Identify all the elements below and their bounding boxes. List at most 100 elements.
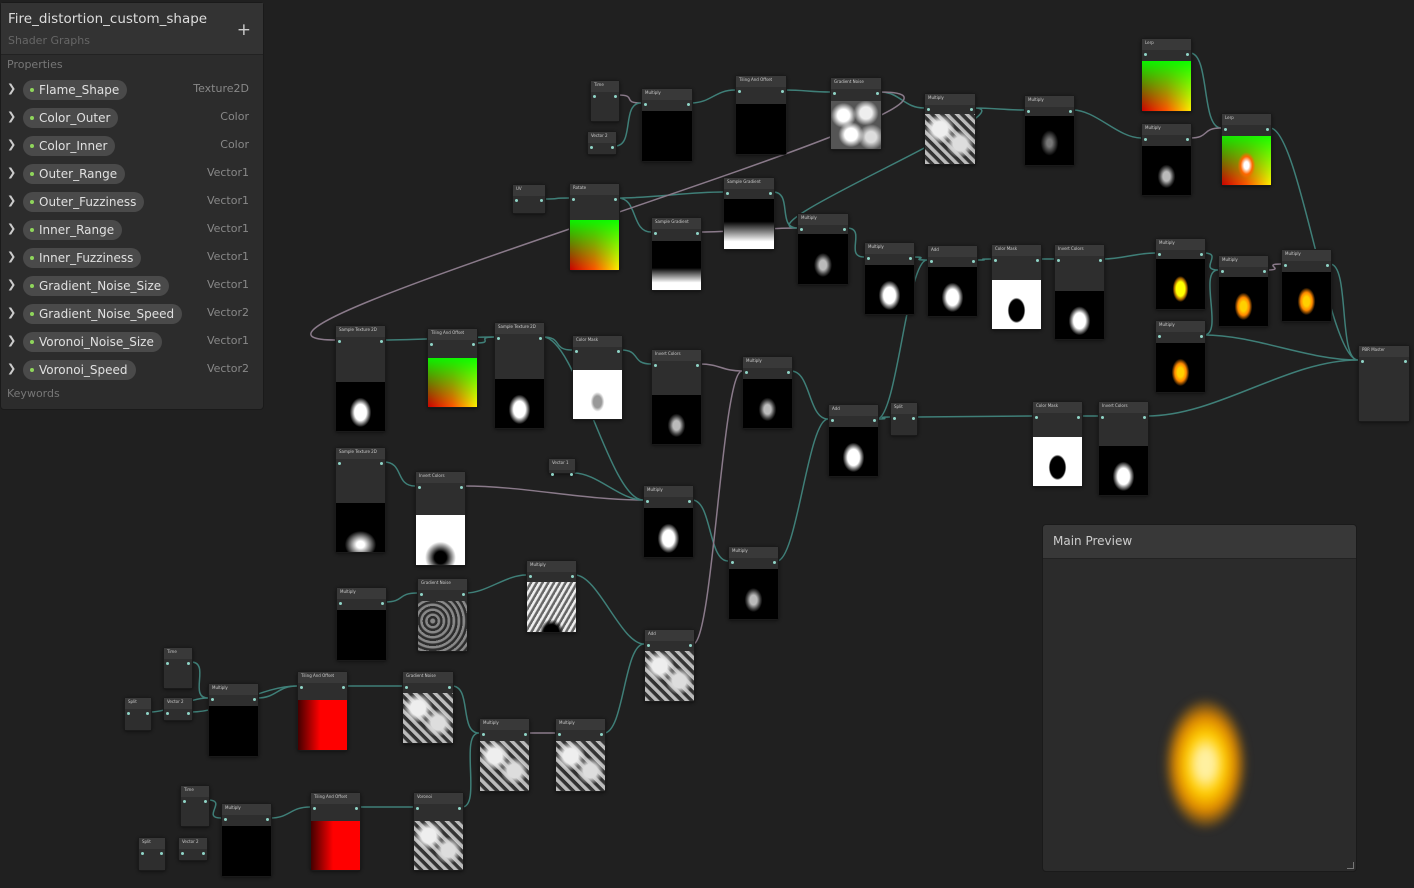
output-port[interactable] [381,602,384,605]
node-invert-colors[interactable]: Invert Colors [651,349,702,445]
edge[interactable] [269,806,311,819]
input-port[interactable] [1144,53,1147,56]
property-row[interactable]: ❯ Color_Outer Color [1,107,263,129]
output-port[interactable] [571,575,574,578]
output-port[interactable] [448,686,451,689]
output-port[interactable] [687,103,690,106]
edge[interactable] [1329,263,1359,361]
node-add[interactable]: Add [828,404,879,477]
resize-handle[interactable] [1347,862,1354,869]
edge[interactable] [617,197,652,233]
edge[interactable] [692,370,743,645]
edge[interactable] [190,661,209,699]
edge[interactable] [691,499,729,562]
input-port[interactable] [558,733,561,736]
output-port[interactable] [266,818,269,821]
output-port[interactable] [1077,416,1080,419]
input-port[interactable] [338,340,341,343]
node-color-mask[interactable]: Color Mask [991,244,1042,330]
node-tiling-and-offset[interactable]: Tiling And Offset [297,671,348,751]
node-multiply[interactable]: Multiply [1141,123,1192,196]
property-row[interactable]: ❯ Voronoi_Speed Vector2 [1,359,263,381]
expand-chevron-icon[interactable]: ❯ [7,222,17,235]
property-row[interactable]: ❯ Gradient_Noise_Size Vector1 [1,275,263,297]
output-port[interactable] [787,371,790,374]
input-port[interactable] [430,343,433,346]
property-row[interactable]: ❯ Inner_Fuzziness Vector1 [1,247,263,269]
input-port[interactable] [654,364,657,367]
edge[interactable] [846,227,865,258]
node-multiply[interactable]: Multiply [864,242,915,315]
property-row[interactable]: ❯ Gradient_Noise_Speed Vector2 [1,303,263,325]
input-port[interactable] [183,800,186,803]
node-multiply[interactable]: Multiply [1281,249,1332,322]
output-port[interactable] [380,340,383,343]
node-multiply[interactable]: Multiply [643,485,694,558]
input-port[interactable] [127,712,130,715]
input-port[interactable] [726,192,729,195]
property-pill[interactable]: Inner_Range [23,220,123,240]
edge[interactable] [603,643,645,734]
input-port[interactable] [745,371,748,374]
edge[interactable] [542,336,573,351]
node-time[interactable]: Time [590,80,620,122]
input-port[interactable] [141,852,144,855]
input-port[interactable] [224,818,227,821]
output-port[interactable] [614,95,617,98]
node-uv[interactable]: UV [512,184,546,214]
property-row[interactable]: ❯ Voronoi_Noise_Size Vector1 [1,331,263,353]
output-port[interactable] [524,733,527,736]
output-port[interactable] [876,92,879,95]
output-port[interactable] [204,800,207,803]
node-tiling-and-offset[interactable]: Tiling And Offset [310,792,361,871]
edge[interactable] [1072,109,1142,139]
node-lerp[interactable]: Lerp [1221,113,1272,186]
property-pill[interactable]: Outer_Fuzziness [23,192,145,212]
edge[interactable] [1102,252,1156,260]
output-port[interactable] [696,232,699,235]
input-port[interactable] [529,575,532,578]
node-invert-colors[interactable]: Invert Colors [1054,244,1105,340]
edge[interactable] [699,363,743,372]
edge[interactable] [1203,334,1359,361]
edge[interactable] [788,107,983,229]
node-voronoi[interactable]: Voronoi [413,792,464,871]
input-port[interactable] [1158,253,1161,256]
node-invert-colors[interactable]: Invert Colors [415,471,466,566]
input-port[interactable] [1221,270,1224,273]
output-port[interactable] [146,712,149,715]
input-port[interactable] [482,733,485,736]
node-multiply[interactable]: Multiply [336,587,387,661]
node-split[interactable]: Split [124,697,152,731]
output-port[interactable] [1404,360,1407,363]
input-port[interactable] [1158,335,1161,338]
input-port[interactable] [405,686,408,689]
output-port[interactable] [462,593,465,596]
input-port[interactable] [1035,416,1038,419]
edge[interactable] [1189,127,1222,139]
node-sample-gradient[interactable]: Sample Gradient [651,217,702,291]
node-vector-2[interactable]: Vector 2 [178,837,208,861]
node-multiply[interactable]: Multiply [479,718,530,792]
input-port[interactable] [647,644,650,647]
node-gradient-noise[interactable]: Gradient Noise [417,578,468,652]
node-time[interactable]: Time [163,647,193,689]
edge[interactable] [620,349,652,365]
property-pill[interactable]: Color_Inner [23,136,116,156]
input-port[interactable] [551,473,554,476]
node-vector-2[interactable]: Vector 2 [163,697,193,721]
input-port[interactable] [416,807,419,810]
edge[interactable] [574,574,645,645]
input-port[interactable] [1027,110,1030,113]
property-row[interactable]: ❯ Color_Inner Color [1,135,263,157]
input-port[interactable] [593,95,596,98]
output-port[interactable] [472,343,475,346]
input-port[interactable] [497,337,500,340]
node-lerp[interactable]: Lerp [1141,38,1192,112]
output-port[interactable] [1200,253,1203,256]
input-port[interactable] [590,146,593,149]
edge[interactable] [1203,252,1219,271]
input-port[interactable] [1361,360,1364,363]
expand-chevron-icon[interactable]: ❯ [7,166,17,179]
node-gradient-noise[interactable]: Gradient Noise [402,671,454,744]
